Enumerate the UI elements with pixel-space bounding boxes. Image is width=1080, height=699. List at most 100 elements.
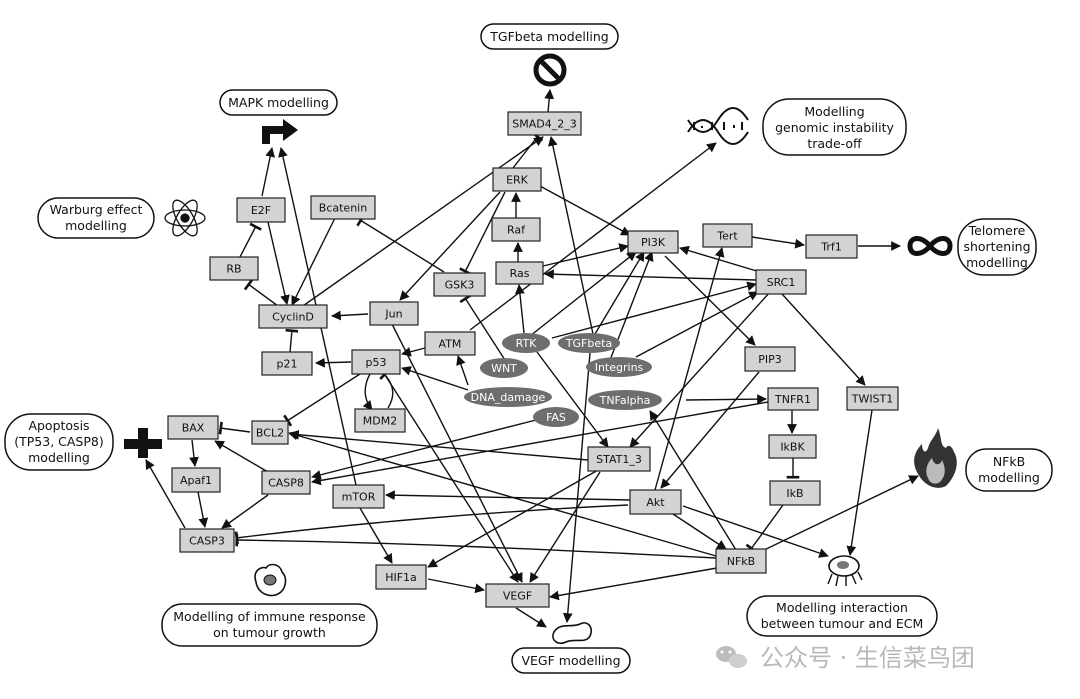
edge-casp3-apoptosis	[145, 459, 186, 529]
edge-tgfbeta-vegfmodel	[562, 352, 591, 623]
callout-vegf-modelling: VEGF modelling	[511, 647, 631, 674]
input-integrins-label: Integrins	[595, 361, 644, 374]
edge-fas-casp8	[311, 419, 537, 480]
node-hif1a-label: HIF1a	[385, 571, 417, 584]
input-tnfalpha-label: TNFalpha	[599, 394, 651, 407]
callout-telomere-line3: modelling	[966, 255, 1028, 270]
edge-akt-ecm	[682, 505, 829, 558]
edge-pi3k-pip3	[664, 255, 756, 346]
node-casp8: CASP8	[261, 470, 311, 495]
callout-genomic-instability: Modelling genomic instability trade-off	[762, 98, 907, 156]
edge-cyclind-rb	[243, 278, 279, 307]
edge-jun-cyclind	[331, 310, 369, 321]
edge-akt-mtor	[385, 490, 631, 501]
edge-akt-casp3	[234, 504, 629, 545]
node-nfkb: NFkB	[715, 548, 767, 574]
edge-nfkb-vegf	[549, 567, 718, 601]
node-jun-label: Jun	[384, 308, 402, 321]
input-rtk: RTK	[502, 333, 550, 353]
node-mdm2-label: MDM2	[363, 415, 397, 428]
edge-wnt-gsk3	[459, 294, 506, 361]
node-smad4-2-3: SMAD4_2_3	[507, 111, 582, 136]
node-src1-label: SRC1	[767, 276, 796, 289]
node-vegf-label: VEGF	[503, 590, 532, 603]
callout-mapk-text: MAPK modelling	[228, 95, 329, 110]
turn-right-arrow-icon	[262, 119, 298, 144]
input-dna-damage-label: DNA_damage	[471, 391, 546, 404]
input-wnt: WNT	[480, 358, 528, 378]
wechat-logo-icon	[716, 646, 747, 668]
edge-bcatenin-cyclind	[291, 217, 336, 306]
node-apaf1-label: Apaf1	[180, 474, 212, 487]
edge-tnfalpha-tnfr1	[685, 394, 767, 405]
edge-tnfr1-casp8	[311, 401, 769, 486]
edge-src1-ras	[544, 269, 757, 281]
edge-rb-e2f	[239, 222, 262, 258]
callout-warburg-line1: Warburg effect	[50, 202, 143, 217]
node-bcl2-label: BCL2	[256, 427, 284, 440]
edge-erk-gsk3	[459, 191, 506, 276]
node-bax: BAX	[167, 415, 219, 440]
node-pi3k-label: PI3K	[641, 236, 666, 249]
no-entry-icon	[533, 53, 567, 87]
edge-nfkb-tnfalpha	[649, 410, 737, 551]
node-pip3-label: PIP3	[758, 353, 782, 366]
node-tnfr1: TNFR1	[767, 387, 819, 411]
callout-vegf-text: VEGF modelling	[521, 653, 620, 668]
infinity-icon	[907, 236, 953, 256]
callout-apoptosis-line3: modelling	[28, 450, 90, 465]
node-ras-label: Ras	[510, 267, 530, 280]
edge-dna-atm	[456, 355, 469, 386]
node-casp8-label: CASP8	[268, 477, 304, 490]
edge-smad-tgfbeta-modelling	[544, 89, 555, 113]
callout-genomic-line2: genomic instability	[775, 120, 894, 135]
node-raf-label: Raf	[507, 224, 526, 237]
edge-p53-p21	[315, 357, 352, 368]
edge-apaf1-casp3	[197, 491, 209, 528]
node-nfkb-label: NFkB	[727, 555, 755, 568]
edge-integrins-src1	[635, 291, 759, 358]
edge-ras-pi3k	[542, 243, 629, 267]
node-atm: ATM	[424, 331, 476, 356]
edge-vegf-vegfmodel	[515, 607, 547, 628]
callout-warburg-line2: modelling	[65, 218, 127, 233]
node-pi3k: PI3K	[627, 230, 679, 254]
node-mdm2: MDM2	[354, 408, 406, 433]
node-twist1: TWIST1	[846, 386, 899, 411]
node-cyclind: CyclinD	[258, 304, 328, 329]
edge-p53-mdm2	[362, 373, 373, 411]
node-mtor-label: mTOR	[342, 491, 376, 504]
node-ras: Ras	[495, 261, 544, 285]
node-tnfr1-label: TNFR1	[774, 393, 811, 406]
callout-tgfbeta-modelling: TGFbeta modelling	[480, 23, 619, 50]
node-ikbk-label: IkBK	[780, 441, 805, 454]
edge-p21-cyclind	[285, 328, 299, 353]
node-bax-label: BAX	[182, 422, 205, 435]
callout-nfkb: NFkB modelling	[965, 448, 1053, 492]
edge-erk-jun	[399, 191, 501, 301]
callout-apoptosis: Apoptosis (TP53, CASP8) modelling	[4, 413, 114, 471]
input-dna-damage: DNA_damage	[464, 387, 552, 407]
node-rb-label: RB	[226, 263, 241, 276]
callout-telomere-line1: Telomere	[968, 223, 1026, 238]
node-tert: Tert	[702, 223, 753, 248]
node-stat1-3: STAT1_3	[587, 446, 651, 472]
input-fas-label: FAS	[546, 411, 566, 424]
edge-casp8-casp3	[221, 494, 269, 529]
node-twist1-label: TWIST1	[851, 393, 894, 406]
callout-telomere-line2: shortening	[963, 239, 1030, 254]
node-erk: ERK	[492, 167, 542, 192]
node-casp3: CASP3	[179, 528, 235, 553]
callout-ecm-line2: between tumour and ECM	[761, 616, 924, 631]
edge-stat-hif1a	[427, 469, 599, 568]
edge-bax-apaf1	[189, 439, 199, 467]
edge-rtk-stat	[536, 351, 609, 448]
node-apaf1: Apaf1	[171, 467, 221, 493]
edge-tgfbeta-smad	[548, 136, 594, 335]
input-rtk-label: RTK	[516, 337, 538, 350]
input-wnt-label: WNT	[491, 362, 517, 375]
atom-icon	[164, 199, 206, 237]
node-bcl2: BCL2	[251, 420, 289, 445]
node-atm-label: ATM	[439, 338, 462, 351]
edge-e2f-cyclind	[267, 221, 290, 305]
